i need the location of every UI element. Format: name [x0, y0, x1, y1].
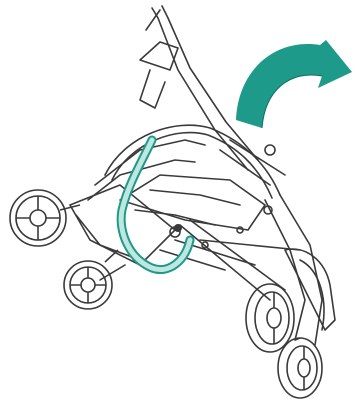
front-wheel-lower — [64, 250, 118, 309]
rear-wheel-lower — [278, 338, 322, 398]
front-wheel-left — [10, 190, 80, 246]
rear-wheel-right — [246, 284, 294, 352]
rotate-arrow-icon — [236, 40, 352, 128]
